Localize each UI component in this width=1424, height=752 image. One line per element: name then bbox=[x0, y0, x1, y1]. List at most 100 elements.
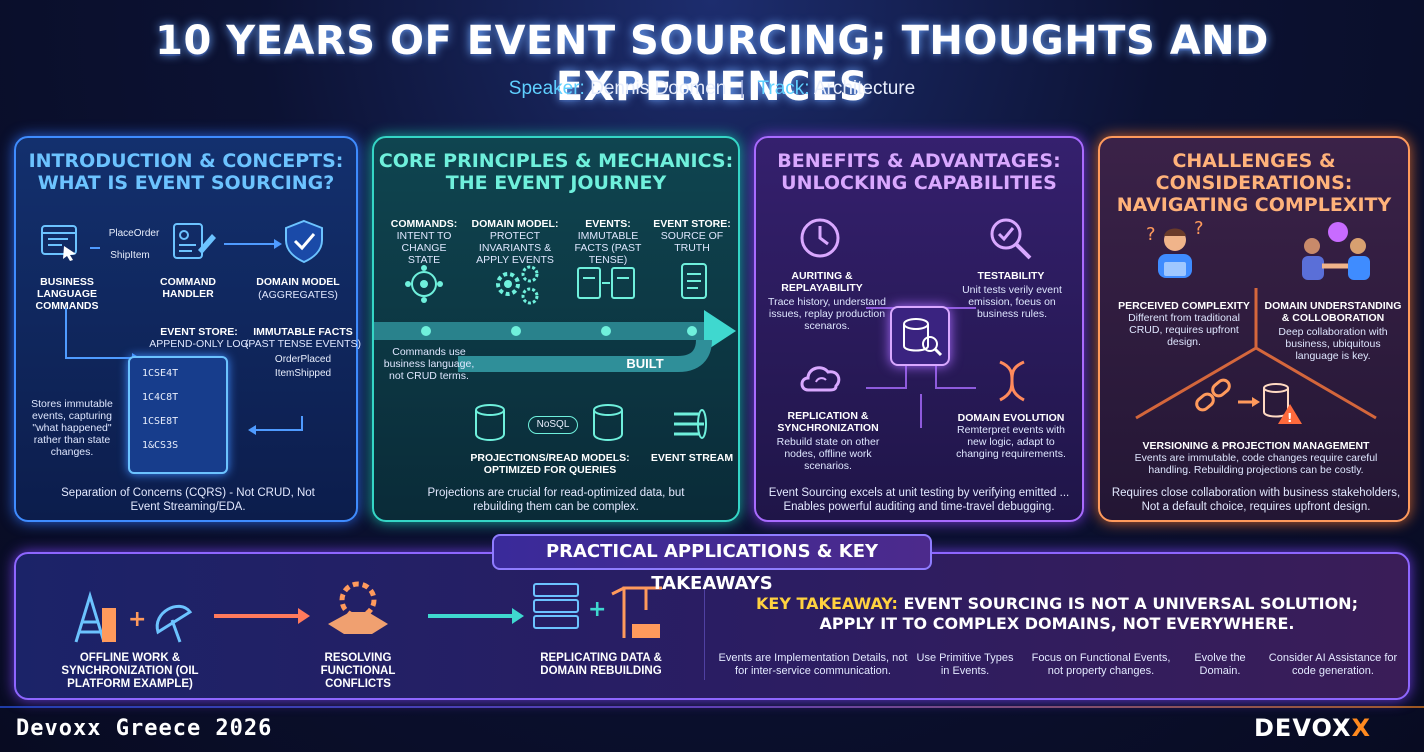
append-only-log-scroll: 1CSE4T 1C4C8T 1CSE8T 1&CS3S bbox=[128, 356, 228, 474]
log-row: 1CSE8T bbox=[142, 416, 179, 427]
shield-check-icon bbox=[285, 219, 323, 264]
domain-evolution-label: DOMAIN EVOLUTION bbox=[957, 412, 1065, 424]
flow-arrows bbox=[90, 239, 282, 249]
track-name: Architecture bbox=[813, 78, 916, 99]
perceived-complexity-text: Different from traditional CRUD, require… bbox=[1128, 312, 1240, 348]
footer-divider bbox=[0, 706, 1424, 708]
replication-label: REPLICATION & SYNCHRONIZATION bbox=[777, 410, 879, 434]
intro-panel-title: INTRODUCTION & CONCEPTS: WHAT IS EVENT S… bbox=[16, 150, 356, 194]
log-row: 1&CS3S bbox=[142, 440, 179, 451]
events-sub: IMMUTABLE FACTS (PAST TENSE) bbox=[574, 230, 642, 266]
core-title-line2: THE EVENT JOURNEY bbox=[445, 172, 667, 194]
server-crane-icon: + bbox=[533, 583, 662, 638]
devoxx-logo-main: DEVOX bbox=[1254, 714, 1352, 742]
oil-platform-satellite-icon: + bbox=[74, 590, 193, 643]
replication-text: Rebuild state on other nodes, offline wo… bbox=[776, 436, 880, 472]
projections-sub: OPTIMIZED FOR QUERIES bbox=[483, 464, 617, 476]
arrow-right-icon bbox=[428, 608, 524, 624]
auditing-text: Trace history, understand issues, replay… bbox=[768, 296, 886, 332]
browser-window-icon bbox=[41, 225, 77, 261]
versioning-text: Events are immutable, code changes requi… bbox=[1134, 452, 1378, 476]
event-store-sub: APPEND-ONLY LOG bbox=[149, 338, 249, 350]
tip-item: Focus on Functional Events, not property… bbox=[1031, 652, 1171, 677]
magnifier-check-icon bbox=[990, 218, 1032, 260]
core-panel-title: CORE PRINCIPLES & MECHANICS: THE EVENT J… bbox=[374, 150, 738, 194]
versioning-label: VERSIONING & PROJECTION MANAGEMENT bbox=[1142, 440, 1370, 452]
collaboration-handshake-icon bbox=[1302, 222, 1370, 280]
fact-item-shipped: ItemShipped bbox=[274, 368, 332, 379]
core-footer: Projections are crucial for read-optimiz… bbox=[427, 487, 685, 513]
dna-icon bbox=[999, 360, 1025, 402]
events-label: EVENTS: bbox=[585, 218, 631, 230]
key-takeaway: KEY TAKEAWAY: EVENT SOURCING IS NOT A UN… bbox=[732, 594, 1382, 634]
event-stream-icon bbox=[674, 409, 707, 439]
log-row: 1C4C8T bbox=[142, 392, 179, 403]
benefits-panel: BENEFITS & ADVANTAGES: UNLOCKING CAPABIL… bbox=[754, 136, 1084, 522]
intro-panel: INTRODUCTION & CONCEPTS: WHAT IS EVENT S… bbox=[14, 136, 361, 522]
svg-text:!: ! bbox=[1287, 411, 1292, 425]
nosql-badge: NoSQL bbox=[528, 416, 578, 434]
projections-label: PROJECTIONS/READ MODELS: bbox=[470, 452, 630, 464]
log-row: 1CSE4T bbox=[142, 368, 179, 379]
scroll-log-icon bbox=[681, 263, 707, 299]
app-resolving-conflicts: RESOLVING FUNCTIONAL CONFLICTS bbox=[320, 652, 396, 690]
key-takeaway-text: EVENT SOURCING IS NOT A UNIVERSAL SOLUTI… bbox=[819, 594, 1358, 633]
built-label: BUILT bbox=[626, 356, 664, 371]
central-database-chip bbox=[890, 306, 950, 366]
benefits-title-line2: UNLOCKING CAPABILITIES bbox=[781, 172, 1057, 194]
challenges-glow-lines bbox=[1135, 288, 1377, 420]
challenges-title-line2: NAVIGATING COMPLEXITY bbox=[1116, 194, 1392, 216]
track-label: Track: bbox=[757, 78, 810, 99]
command-ship-item: ShipItem bbox=[110, 250, 150, 261]
subtitle-separator: | bbox=[739, 78, 745, 99]
event-journey-arrow bbox=[374, 310, 736, 372]
domain-model-sub: (AGGREGATES) bbox=[258, 289, 338, 301]
clock-replay-icon bbox=[800, 218, 840, 258]
devoxx-logo-x: X bbox=[1351, 714, 1372, 742]
divider bbox=[704, 580, 705, 680]
commands-label: COMMANDS: bbox=[390, 218, 458, 230]
challenges-panel-title: CHALLENGES & CONSIDERATIONS: NAVIGATING … bbox=[1100, 150, 1408, 216]
practical-panel: + + OFFLINE WORK & SYNCHRONIZATION (OIL … bbox=[14, 552, 1410, 700]
commands-sub: INTENT TO CHANGE STATE bbox=[396, 230, 452, 266]
event-store-core-label: EVENT STORE: bbox=[653, 218, 731, 230]
svg-text:+: + bbox=[128, 607, 146, 632]
commands-note: Commands use business language, not CRUD… bbox=[383, 346, 475, 382]
perceived-complexity-label: PERCEIVED COMPLEXITY bbox=[1118, 300, 1250, 312]
practical-banner: PRACTICAL APPLICATIONS & KEY TAKEAWAYS bbox=[492, 534, 932, 594]
database-search-icon bbox=[903, 318, 943, 357]
confused-person-icon: ? ? bbox=[1146, 220, 1204, 278]
domain-understanding-label: DOMAIN UNDERSTANDING & COLLOBORATION bbox=[1264, 300, 1402, 324]
event-store-core-sub: SOURCE OF TRUTH bbox=[660, 230, 724, 254]
challenges-panel: CHALLENGES & CONSIDERATIONS: NAVIGATING … bbox=[1098, 136, 1410, 522]
domain-model-core-sub: PROTECT INVARIANTS & APPLY EVENTS bbox=[476, 230, 554, 266]
benefits-title-line1: BENEFITS & ADVANTAGES: bbox=[777, 150, 1061, 172]
intro-title-line1: INTRODUCTION & CONCEPTS: bbox=[28, 150, 344, 172]
speaker-name: Dennis Doomen bbox=[590, 78, 727, 99]
testability-label: TESTABILITY bbox=[977, 270, 1045, 282]
fact-order-placed: OrderPlaced bbox=[274, 354, 332, 365]
projection-databases-icon bbox=[475, 404, 623, 441]
tip-item: Consider AI Assistance for code generati… bbox=[1268, 652, 1398, 677]
page-title: 10 YEARS OF EVENT SOURCING; THOUGHTS AND… bbox=[155, 18, 1269, 110]
business-commands-label: BUSINESS LANGUAGE COMMANDS bbox=[35, 276, 99, 312]
command-handler-icon bbox=[173, 223, 216, 259]
key-takeaway-label: KEY TAKEAWAY: bbox=[756, 594, 898, 613]
tip-item: Use Primitive Types in Events. bbox=[916, 652, 1014, 677]
event-stream-label: EVENT STREAM bbox=[650, 452, 734, 464]
domain-evolution-text: Remterpret events with new logic, adapt … bbox=[956, 424, 1066, 460]
svg-text:+: + bbox=[588, 597, 606, 622]
event-store-label: EVENT STORE: bbox=[160, 326, 238, 338]
svg-text:?: ? bbox=[1146, 224, 1156, 245]
command-handler-label: COMMAND HANDLER bbox=[160, 276, 216, 300]
intro-title-line2: WHAT IS EVENT SOURCING? bbox=[37, 172, 335, 194]
tip-item: Evolve the Domain. bbox=[1194, 652, 1246, 677]
handshake-gear-icon bbox=[328, 581, 388, 634]
benefits-panel-title: BENEFITS & ADVANTAGES: UNLOCKING CAPABIL… bbox=[756, 150, 1082, 194]
target-network-icon bbox=[405, 265, 443, 303]
speaker-label: Speaker: bbox=[508, 78, 585, 99]
core-panel: CORE PRINCIPLES & MECHANICS: THE EVENT J… bbox=[372, 136, 740, 522]
challenges-footer: Requires close collaboration with busine… bbox=[1111, 487, 1401, 513]
immutable-facts-label: IMMUTABLE FACTS bbox=[253, 326, 353, 338]
immutable-facts-sub: (PAST TENSE EVENTS) bbox=[244, 338, 362, 350]
